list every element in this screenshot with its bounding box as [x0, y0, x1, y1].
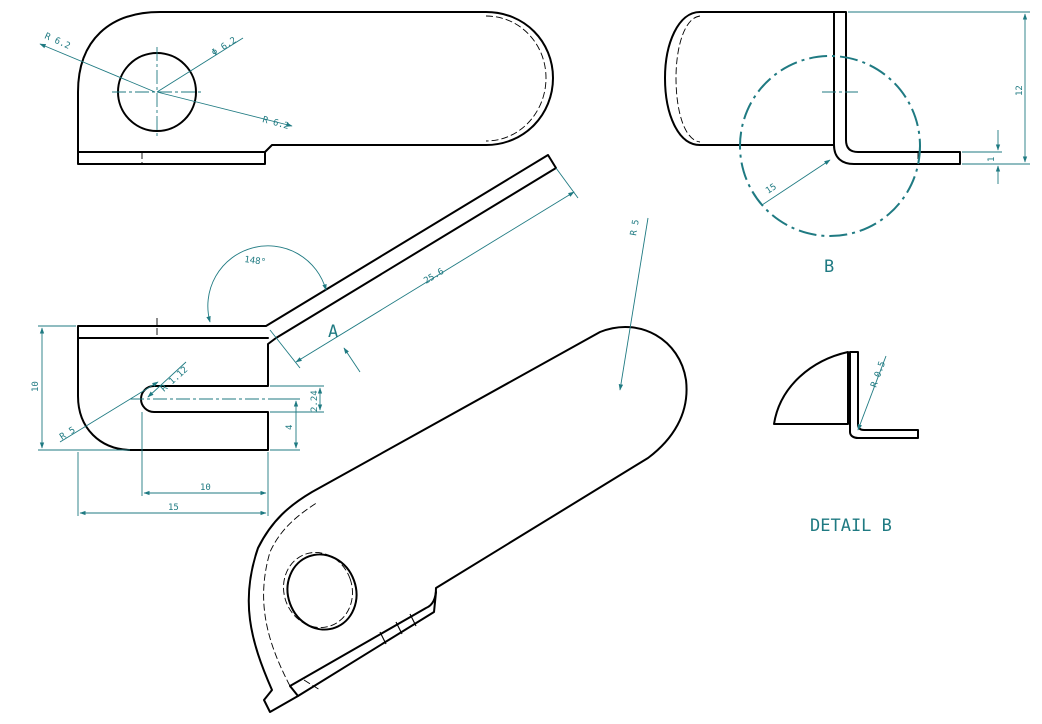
- side-view-angle-arc: [206, 245, 327, 323]
- side-view-flange-ext-1: [269, 329, 301, 369]
- isometric-view: R 5: [247, 217, 688, 713]
- side-view-bend-inner: [267, 337, 277, 345]
- top-view-hidden-end: [485, 15, 547, 142]
- side-view-flange-length-label: 25.6: [422, 267, 446, 287]
- detail-b-view: R 0.5 DETAIL B: [773, 351, 919, 536]
- iso-view-flange-tick-1: [379, 631, 387, 645]
- side-view-outline: [77, 154, 557, 451]
- iso-view-flange-tick-2: [395, 621, 403, 635]
- detail-view: 15 12 1 B: [664, 11, 1030, 277]
- side-view-flange-dim-line: [295, 191, 575, 363]
- iso-view-radius-leader: [618, 217, 649, 391]
- detail-view-height-label: 12: [1015, 85, 1025, 96]
- iso-view-flange-edge: [297, 591, 437, 697]
- detail-view-circle-label: B: [824, 257, 834, 277]
- side-view-slot-radius-leader: [147, 361, 187, 398]
- side-view-flange-ext-2: [555, 167, 579, 199]
- detail-b-outline: [773, 351, 849, 425]
- side-view-corner-radius-label: R 5: [58, 425, 77, 442]
- side-view-height-label: 10: [31, 381, 41, 392]
- detail-view-thickness-label: 1: [987, 157, 997, 162]
- detail-view-circle: [739, 55, 921, 237]
- side-view-overall-length-label: 15: [168, 503, 179, 513]
- side-view-corner-radius-leader: [59, 381, 159, 443]
- top-view-radius-leader-outer: [39, 43, 156, 93]
- detail-view-outline: [664, 11, 835, 146]
- side-view: 148° 25.6 A 10 R 5 R 1.12 2.24 4: [31, 154, 579, 516]
- detail-view-hidden-end: [675, 15, 701, 143]
- detail-b-radius-leader: [857, 355, 887, 431]
- iso-view-bend-hidden: [303, 679, 321, 691]
- side-view-slot-radius-label: R 1.12: [159, 365, 190, 394]
- top-view-radius-outer-label: R 6.2: [43, 32, 72, 52]
- detail-view-radius-label: 15: [764, 182, 779, 196]
- iso-view-flange-tick-3: [409, 613, 417, 627]
- iso-view-hole: [286, 553, 358, 631]
- iso-view-radius-label: R 5: [629, 219, 642, 237]
- side-view-slot-offset-label: 4: [285, 425, 295, 430]
- top-view-outline: [77, 11, 554, 165]
- top-view-radius-inner-label: R 6.2: [261, 115, 290, 132]
- section-a-label: A: [328, 322, 338, 342]
- detail-b-radius-label: R 0.5: [869, 360, 888, 389]
- section-a-arrow: [343, 347, 361, 373]
- detail-b-title: DETAIL B: [810, 516, 892, 536]
- top-view: R 6.2 Φ 6.2 R 6.2: [39, 11, 554, 165]
- top-view-radius-leader-inner: [156, 91, 293, 127]
- side-view-slot-width-label: 2.24: [310, 390, 320, 412]
- detail-view-radius-leader: [761, 159, 831, 206]
- side-view-angle-label: 148°: [244, 255, 267, 268]
- top-view-diameter-leader: [156, 37, 244, 93]
- iso-view-hidden-front: [263, 501, 319, 687]
- top-view-hole-diameter-label: Φ 6.2: [210, 36, 238, 59]
- iso-view-hole-inner: [283, 551, 353, 629]
- detail-view-flange: [833, 11, 961, 165]
- side-view-slot-length-label: 10: [200, 483, 211, 493]
